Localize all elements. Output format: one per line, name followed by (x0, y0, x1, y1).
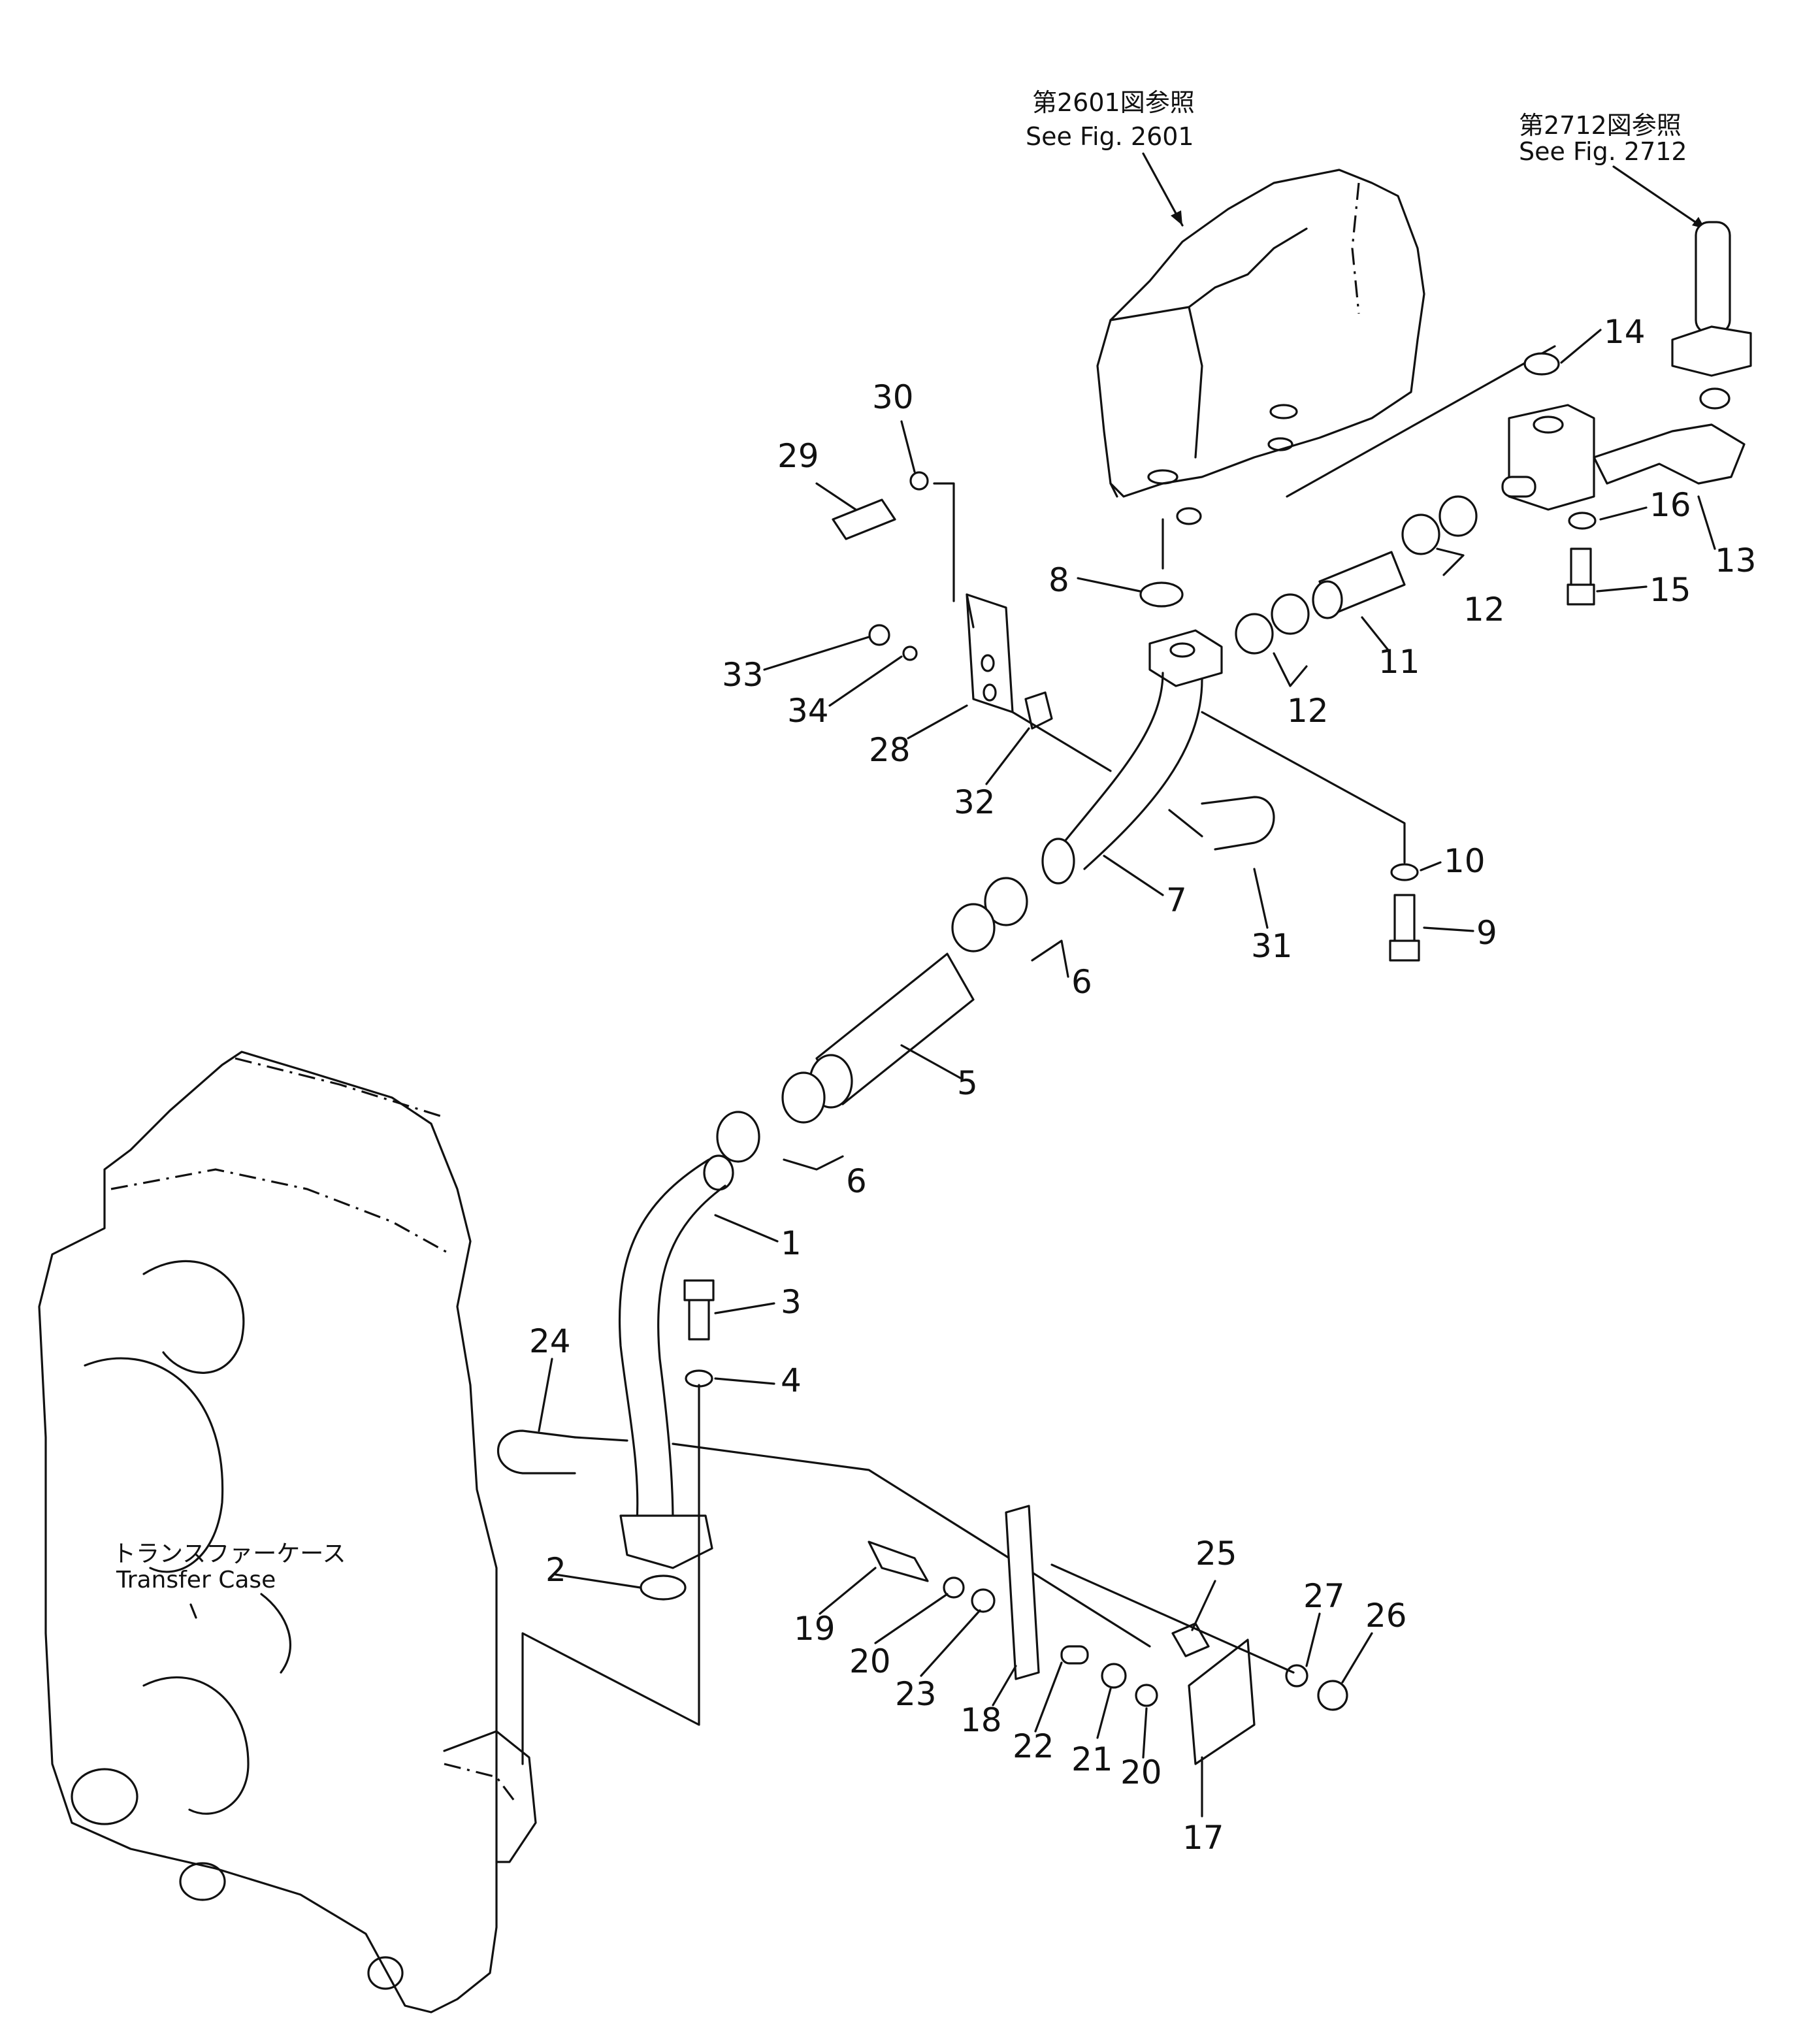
callout-15: 15 (1649, 571, 1691, 609)
callout-26: 26 (1365, 1597, 1407, 1635)
o-ring-8 (1139, 581, 1184, 608)
callout-18: 18 (960, 1701, 1002, 1739)
pipe-13-assembly: 第2712図参照 See Fig. 2712 (1501, 111, 1752, 606)
callout-30: 30 (872, 378, 914, 416)
callout-20b: 20 (1120, 1754, 1162, 1791)
washer-10 (1390, 863, 1419, 881)
callout-24: 24 (529, 1322, 571, 1360)
pipe-7 (1041, 629, 1223, 885)
callout-10: 10 (1444, 842, 1486, 880)
callout-33: 33 (722, 656, 764, 694)
callout-3: 3 (781, 1283, 802, 1321)
bolt-19 (868, 1541, 929, 1582)
callout-8: 8 (1048, 561, 1069, 599)
callout-labels: 1 2 3 4 5 6 6 7 8 9 10 11 12 12 13 14 15… (529, 313, 1757, 1857)
callout-leaders (538, 329, 1716, 1818)
washer-27 (1285, 1664, 1308, 1688)
pin-22 (1060, 1645, 1089, 1665)
transfer-case: トランスファーケース Transfer Case (38, 1051, 537, 2014)
callout-11: 11 (1378, 643, 1420, 681)
ref-2601-jp: 第2601図参照 (1032, 88, 1195, 117)
plate-18 (1005, 1505, 1040, 1680)
callout-21: 21 (1071, 1740, 1113, 1778)
transfer-case-label-jp: トランスファーケース (112, 1541, 346, 1567)
u-bolt-31 (1201, 796, 1275, 851)
callout-12a: 12 (1287, 692, 1329, 730)
o-ring-2 (640, 1574, 687, 1601)
callout-22: 22 (1013, 1727, 1054, 1765)
callout-28: 28 (869, 731, 911, 769)
bracket-17 (1188, 1639, 1256, 1765)
callout-4: 4 (781, 1362, 802, 1399)
hose-5-assembly (716, 877, 1028, 1163)
callout-19: 19 (794, 1610, 836, 1648)
bracket-28-assembly (832, 471, 1112, 772)
callout-27: 27 (1303, 1577, 1345, 1615)
transfer-case-label-en: Transfer Case (116, 1567, 276, 1593)
u-bolt-24 (497, 1429, 576, 1475)
bolt-3 (688, 1292, 710, 1341)
callout-9: 9 (1476, 914, 1497, 952)
callout-34: 34 (787, 692, 829, 730)
callout-2: 2 (545, 1551, 566, 1589)
spacer-23 (971, 1588, 996, 1613)
clamp-parts (868, 1505, 1348, 1765)
washer-20b (1135, 1684, 1158, 1707)
callout-7: 7 (1166, 881, 1187, 919)
nut-26 (1317, 1680, 1348, 1711)
spacer-21 (1101, 1663, 1127, 1689)
washer-20a (943, 1576, 965, 1599)
callout-32: 32 (954, 783, 996, 821)
callout-25: 25 (1195, 1535, 1237, 1573)
callout-23: 23 (895, 1675, 937, 1713)
callout-5: 5 (957, 1064, 978, 1102)
callout-6b: 6 (1071, 963, 1092, 1001)
callout-29: 29 (777, 437, 819, 475)
ref-2712-jp: 第2712図参照 (1519, 111, 1682, 140)
callout-13: 13 (1715, 542, 1757, 579)
callout-16: 16 (1649, 486, 1691, 524)
lock-25 (1171, 1622, 1210, 1657)
callout-12b: 12 (1463, 591, 1505, 628)
ref-2712-en: See Fig. 2712 (1519, 137, 1687, 166)
hose-11-assembly (1235, 495, 1478, 655)
bolt-9 (1393, 894, 1416, 949)
ref-2601-en: See Fig. 2601 (1026, 122, 1194, 151)
control-valve-housing: 第2601図参照 See Fig. 2601 (1026, 88, 1425, 525)
callout-20a: 20 (849, 1642, 891, 1680)
callout-14: 14 (1604, 313, 1646, 351)
callout-17: 17 (1182, 1819, 1224, 1857)
callout-6a: 6 (846, 1162, 867, 1200)
callout-31: 31 (1251, 927, 1293, 965)
callout-1: 1 (781, 1224, 802, 1262)
pipe-1 (618, 1154, 734, 1601)
o-ring-14 (1523, 352, 1560, 376)
